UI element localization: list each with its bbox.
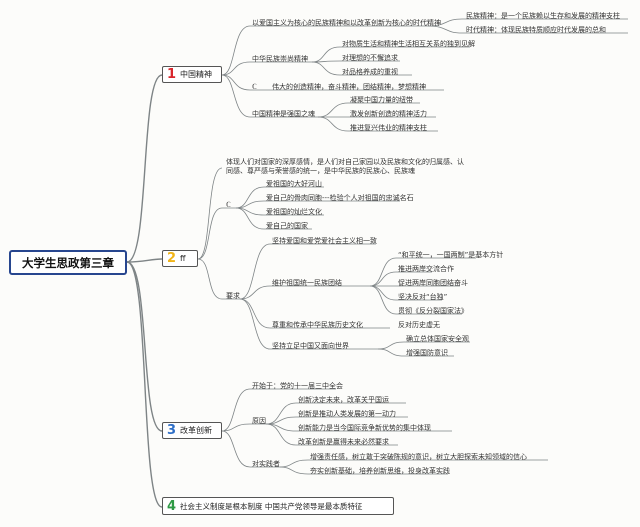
hub-number: 2: [167, 251, 177, 266]
hub-label: 改革创新: [180, 426, 213, 435]
node-text: 坚决反对“台独”: [398, 293, 448, 301]
node-text: 创新是推动人类发展的第一动力: [298, 410, 396, 418]
node-text: 时代精神：体现民族特质顺应时代发展的总和: [466, 26, 606, 34]
node-text: 坚持爱国和爱党爱社会主义相一致: [272, 237, 377, 245]
node-text: 创新决定未来，改革关乎国运: [298, 396, 389, 404]
node-text: 对实践者: [252, 460, 280, 468]
node-text: 创新能力是当今国际竞争新优势的集中体现: [298, 424, 431, 432]
node-text: 对理想的不懈追求: [342, 54, 398, 62]
node-text: 民族精神：是一个民族赖以生存和发展的精神支柱: [466, 12, 620, 20]
hub-number: 4: [167, 498, 177, 514]
node-text: 原因: [252, 417, 266, 425]
root-node[interactable]: 大学生思政第三章: [9, 250, 127, 275]
node-text: 以爱国主义为核心的民族精神和以改革创新为核心的时代精神: [252, 19, 441, 27]
node-text: ℂ: [252, 83, 257, 91]
node-text: 中华民族崇尚精神: [252, 55, 308, 63]
node-text: 爱祖国的大好河山: [266, 180, 322, 188]
node-text: 维护祖国统一民族团结: [272, 279, 342, 287]
node-text: 改革创新是赢得未来必然要求: [298, 438, 389, 446]
hub-reform-innovation[interactable]: 3 改革创新: [162, 422, 222, 439]
hub-number: 1: [167, 67, 177, 82]
node-text: 凝聚中国力量的纽带: [350, 96, 413, 104]
node-text: 对品格养成的重视: [342, 68, 398, 76]
node-text: 推进两岸交流合作: [398, 265, 454, 273]
node-text: 对物质生活和精神生活相互关系的独到见解: [342, 40, 475, 48]
node-text: 爱自己的骨肉同胞---检验个人对祖国的忠诚名石: [266, 194, 414, 202]
node-text: 反对历史虚无: [398, 321, 440, 329]
node-text: 要求: [226, 292, 240, 300]
node-text: ℂ: [226, 201, 231, 209]
node-text: 推进复兴伟业的精神支柱: [350, 124, 427, 132]
node-text: 爱自己的国家: [266, 222, 308, 230]
node-text: “和平统一，一国两制”是基本方针: [398, 251, 504, 259]
node-text: 中国精神是强国之魂: [252, 110, 315, 118]
hub-number: 3: [167, 423, 177, 438]
node-text: 伟大的创造精神，奋斗精神，团结精神，梦想精神: [272, 83, 426, 91]
node-text: 开始于：党的十一届三中全会: [252, 382, 343, 390]
hub-socialist-system[interactable]: 4 社会主义制度是根本制度 中国共产党领导是最本质特征: [162, 497, 394, 515]
node-text: 增强国防意识: [406, 349, 448, 357]
node-text: 坚持立足中国又面向世界: [272, 342, 349, 350]
node-text: 促进两岸同胞团结奋斗: [398, 279, 468, 287]
node-text: 爱祖国的灿烂文化: [266, 208, 322, 216]
node-text: 激发创新创造的精神活力: [350, 110, 427, 118]
hub-label: 中国精神: [180, 70, 213, 79]
node-text: 增强责任感，树立敢于突破陈规的意识，树立大胆探索未知领域的信心: [310, 453, 527, 461]
node-text: 尊重和传承中华民族历史文化: [272, 321, 363, 329]
node-text: 确立总体国家安全观: [406, 335, 469, 343]
node-text: 体现人们对国家的深厚感情，是人们对自己家园以及民族和文化的归属感、认同感、尊严感…: [226, 158, 464, 175]
node-text: 夯实创新基础，培养创新思维，投身改革实践: [310, 467, 450, 475]
node-text: 贯彻《反分裂国家法》: [398, 307, 468, 315]
hub-chinese-spirit[interactable]: 1 中国精神: [162, 66, 222, 83]
hub-label: 社会主义制度是根本制度 中国共产党领导是最本质特征: [180, 501, 363, 511]
hub-label: ff: [180, 254, 186, 263]
hub-patriotism[interactable]: 2 ff: [162, 250, 198, 267]
